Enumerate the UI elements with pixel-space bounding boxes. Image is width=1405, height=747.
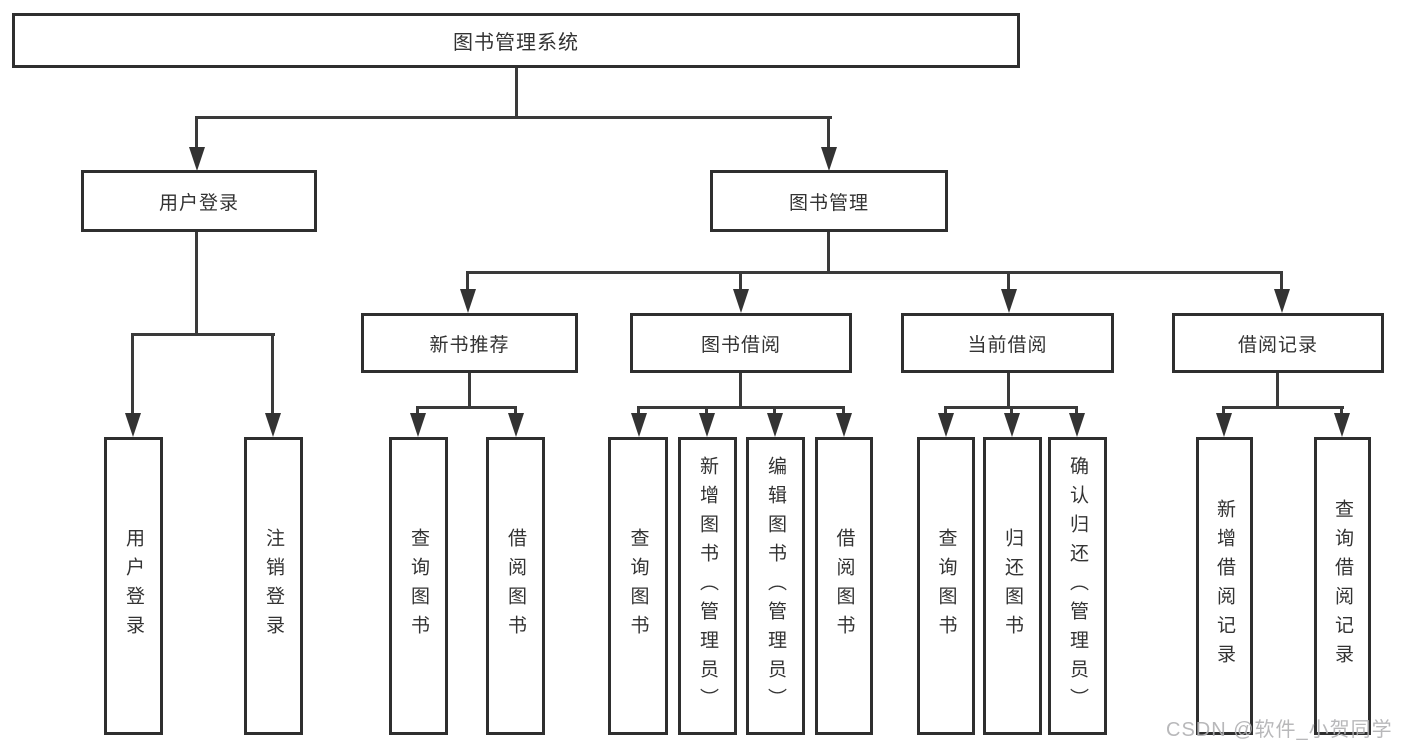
node-label: 新增借阅记录 (1214, 499, 1235, 673)
node-borrowing-records: 借阅记录 (1172, 313, 1384, 373)
connector-vline (271, 333, 274, 415)
node-root: 图书管理系统 (12, 13, 1020, 68)
connector-vline (1007, 271, 1010, 292)
arrow-down-icon (821, 147, 837, 171)
node-label: 图书管理 (788, 192, 869, 214)
node-leaf-query-books-2: 查询图书 (608, 437, 668, 735)
connector-vline (514, 406, 517, 416)
connector-vline (131, 333, 134, 415)
connector-vline (637, 406, 640, 416)
connector-vline (842, 406, 845, 416)
connector-vline (1007, 371, 1010, 409)
node-label: 注销登录 (263, 528, 284, 644)
node-leaf-query-borrow-record: 查询借阅记录 (1314, 437, 1371, 735)
connector-vline (827, 230, 830, 274)
arrow-down-icon (1334, 413, 1350, 437)
node-label: 查询图书 (408, 528, 429, 644)
connector-hline (466, 271, 1283, 274)
arrow-down-icon (1274, 289, 1290, 313)
connector-vline (195, 116, 198, 148)
connector-vline (1222, 406, 1225, 416)
connector-vline (466, 271, 469, 292)
connector-vline (416, 406, 419, 416)
node-book-management: 图书管理 (710, 170, 948, 232)
node-leaf-borrow-books-1: 借阅图书 (486, 437, 545, 735)
arrow-down-icon (508, 413, 524, 437)
connector-hline (196, 116, 832, 119)
arrow-down-icon (836, 413, 852, 437)
arrow-down-icon (189, 147, 205, 171)
arrow-down-icon (460, 289, 476, 313)
node-label: 借阅图书 (505, 528, 526, 644)
connector-vline (1276, 371, 1279, 409)
node-label: 用户登录 (123, 528, 144, 644)
connector-hline (637, 406, 845, 409)
connector-vline (1075, 406, 1078, 416)
node-label: 编辑图书（管理员） (765, 455, 786, 717)
connector-hline (1222, 406, 1344, 409)
node-leaf-borrow-books-2: 借阅图书 (815, 437, 873, 735)
arrow-down-icon (938, 413, 954, 437)
node-root-label: 图书管理系统 (453, 32, 579, 54)
node-leaf-query-books-3: 查询图书 (917, 437, 975, 735)
node-label: 查询图书 (627, 528, 649, 644)
connector-vline (739, 271, 742, 292)
node-current-borrowing: 当前借阅 (901, 313, 1114, 373)
arrow-down-icon (1216, 413, 1232, 437)
arrow-down-icon (1001, 289, 1017, 313)
arrow-down-icon (699, 413, 715, 437)
connector-vline (1280, 271, 1283, 292)
node-label: 归还图书 (1002, 528, 1023, 644)
node-user-login-group: 用户登录 (81, 170, 317, 232)
node-leaf-confirm-return-admin: 确认归还（管理员） (1048, 437, 1107, 735)
arrow-down-icon (733, 289, 749, 313)
arrow-down-icon (1004, 413, 1020, 437)
node-leaf-user-login: 用户登录 (104, 437, 163, 735)
connector-vline (739, 371, 742, 409)
arrow-down-icon (410, 413, 426, 437)
connector-vline (515, 66, 518, 118)
connector-vline (827, 116, 830, 148)
arrow-down-icon (631, 413, 647, 437)
arrow-down-icon (265, 413, 281, 437)
connector-hline (416, 406, 517, 409)
node-label: 新增图书（管理员） (697, 455, 718, 717)
node-label: 借阅记录 (1237, 334, 1318, 356)
node-leaf-edit-book-admin: 编辑图书（管理员） (746, 437, 805, 735)
connector-vline (705, 406, 708, 416)
node-leaf-add-borrow-record: 新增借阅记录 (1196, 437, 1253, 735)
node-label: 图书借阅 (700, 334, 781, 356)
connector-vline (944, 406, 947, 416)
node-new-book-recommend: 新书推荐 (361, 313, 578, 373)
connector-vline (1340, 406, 1343, 416)
connector-vline (1010, 406, 1013, 416)
node-label: 当前借阅 (967, 334, 1048, 356)
node-leaf-query-books-1: 查询图书 (389, 437, 448, 735)
node-leaf-add-book-admin: 新增图书（管理员） (678, 437, 737, 735)
node-label: 查询图书 (935, 528, 957, 644)
connector-vline (195, 230, 198, 336)
node-label: 新书推荐 (429, 334, 510, 356)
csdn-watermark: CSDN @软件_小贺同学 (1166, 719, 1393, 741)
node-label: 查询借阅记录 (1332, 499, 1353, 673)
node-book-borrowing: 图书借阅 (630, 313, 852, 373)
node-label: 用户登录 (158, 192, 239, 214)
connector-vline (773, 406, 776, 416)
node-leaf-return-book: 归还图书 (983, 437, 1042, 735)
connector-vline (468, 371, 471, 409)
node-leaf-logout: 注销登录 (244, 437, 303, 735)
node-label: 确认归还（管理员） (1067, 455, 1088, 717)
arrow-down-icon (767, 413, 783, 437)
connector-hline (131, 333, 275, 336)
node-label: 借阅图书 (833, 528, 855, 644)
arrow-down-icon (1069, 413, 1085, 437)
arrow-down-icon (125, 413, 141, 437)
